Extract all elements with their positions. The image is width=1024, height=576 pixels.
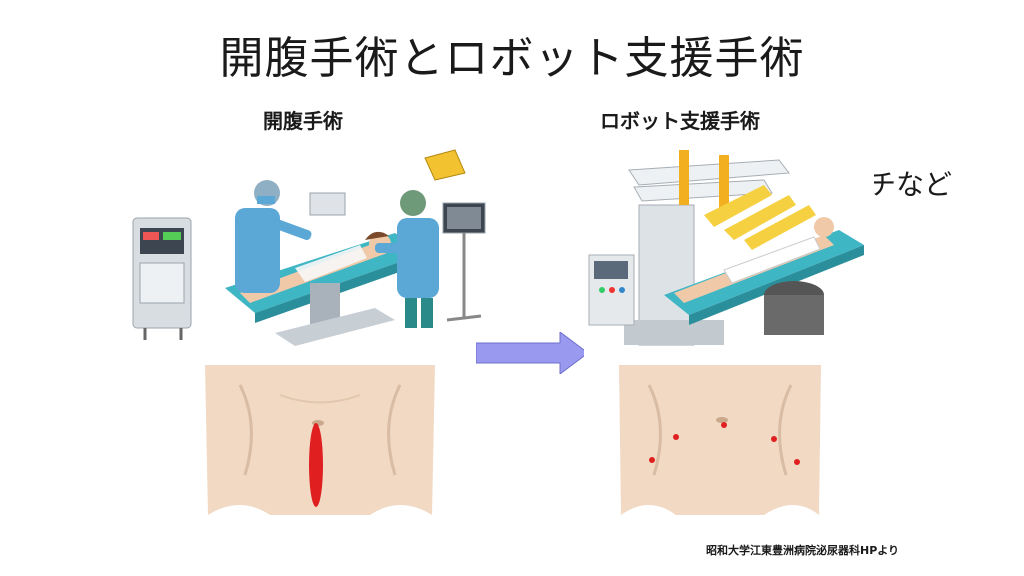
- port-site: [771, 436, 777, 442]
- midline-incision: [309, 423, 323, 507]
- port-site: [649, 457, 655, 463]
- abdomen-incision-illustration: [205, 365, 435, 515]
- page-title: 開腹手術とロボット支援手術: [219, 33, 805, 84]
- robot-surgery-label: ロボット支援手術: [600, 109, 760, 133]
- source-credit: 昭和大学江東豊洲病院泌尿器科HPより: [706, 544, 900, 557]
- port-site: [721, 422, 727, 428]
- port-site: [673, 434, 679, 440]
- port-site: [794, 459, 800, 465]
- robot-surgery-illustration: [584, 145, 874, 365]
- open-surgery-illustration: [125, 148, 505, 348]
- right-arrow-icon: [476, 332, 588, 374]
- abdomen-port-sites-illustration: [619, 365, 821, 515]
- open-surgery-label: 開腹手術: [263, 109, 343, 133]
